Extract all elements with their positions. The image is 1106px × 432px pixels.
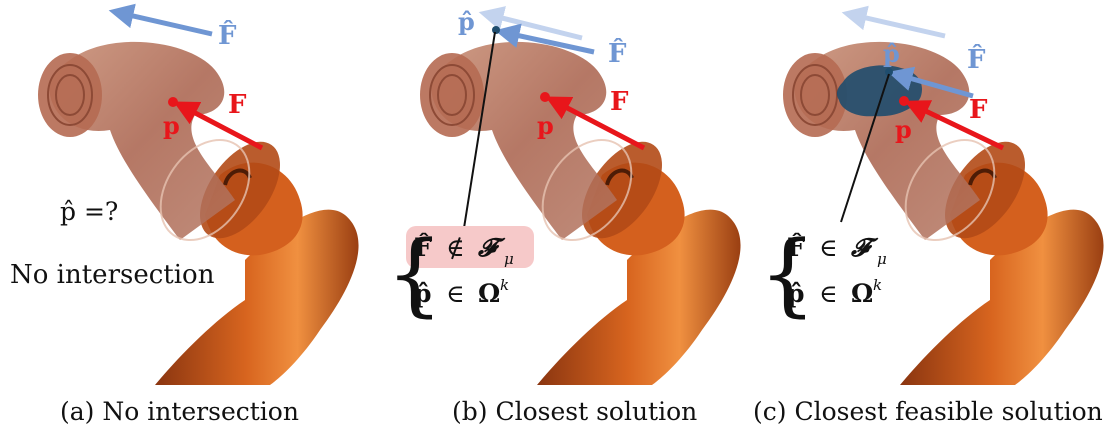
svg-text:k: k <box>873 276 882 294</box>
svg-text:μ: μ <box>504 250 514 268</box>
label-no-intersection: No intersection <box>10 260 215 290</box>
force-faded-arrow-c <box>849 14 945 36</box>
caption-c: (c) Closest feasible solution <box>753 397 1103 426</box>
robot-arm-b <box>420 42 741 385</box>
panel-a: F̂ F p p̂ =? No intersection (a) No inte… <box>10 12 359 426</box>
label-f-c: F <box>969 95 988 125</box>
projected-point-b <box>492 26 500 34</box>
label-f-a: F <box>228 90 247 120</box>
svg-text:Ω: Ω <box>851 279 873 308</box>
panel-c: p̂ F̂ F p { F̂ ∈ 𝓕 μ p̂ ∈ Ω k (c) Closes… <box>753 14 1104 426</box>
contact-point-a <box>168 97 178 107</box>
robot-arm-c <box>783 42 1104 385</box>
condition-point-b: p̂ ∈ Ω k <box>414 276 509 308</box>
label-p-hat-c: p̂ <box>883 39 900 68</box>
contact-point-b <box>540 92 550 102</box>
svg-text:p̂: p̂ <box>787 279 804 308</box>
force-faded-arrow-b <box>486 14 582 38</box>
svg-text:∈: ∈ <box>446 279 465 308</box>
svg-text:∉: ∉ <box>446 233 465 262</box>
svg-text:k: k <box>500 276 509 294</box>
label-p-b: p <box>537 111 554 140</box>
svg-text:𝓕: 𝓕 <box>850 233 879 262</box>
label-p-hat-b: p̂ <box>458 7 475 36</box>
svg-text:μ: μ <box>877 250 887 268</box>
contact-point-c <box>899 96 909 106</box>
condition-point-c: p̂ ∈ Ω k <box>787 276 882 308</box>
svg-text:p̂: p̂ <box>414 279 431 308</box>
svg-text:F̂: F̂ <box>414 233 432 262</box>
label-p-a: p <box>163 111 180 140</box>
label-f-hat-b: F̂ <box>608 38 627 69</box>
label-f-hat-a: F̂ <box>218 20 237 51</box>
label-p-hat-query: p̂ =? <box>60 197 118 226</box>
svg-text:∈: ∈ <box>819 233 838 262</box>
label-f-hat-c: F̂ <box>967 44 986 75</box>
svg-text:F̂: F̂ <box>787 233 805 262</box>
caption-b: (b) Closest solution <box>452 397 697 426</box>
svg-text:Ω: Ω <box>478 279 500 308</box>
label-p-c: p <box>895 115 912 144</box>
force-hat-arrow-a <box>116 12 212 34</box>
caption-a: (a) No intersection <box>60 397 299 426</box>
svg-text:∈: ∈ <box>819 279 838 308</box>
label-f-b: F <box>610 87 629 117</box>
panel-b: p̂ F̂ F p { F̂ ∉ 𝓕 μ p̂ ∈ Ω k (b) Closes… <box>386 7 741 426</box>
